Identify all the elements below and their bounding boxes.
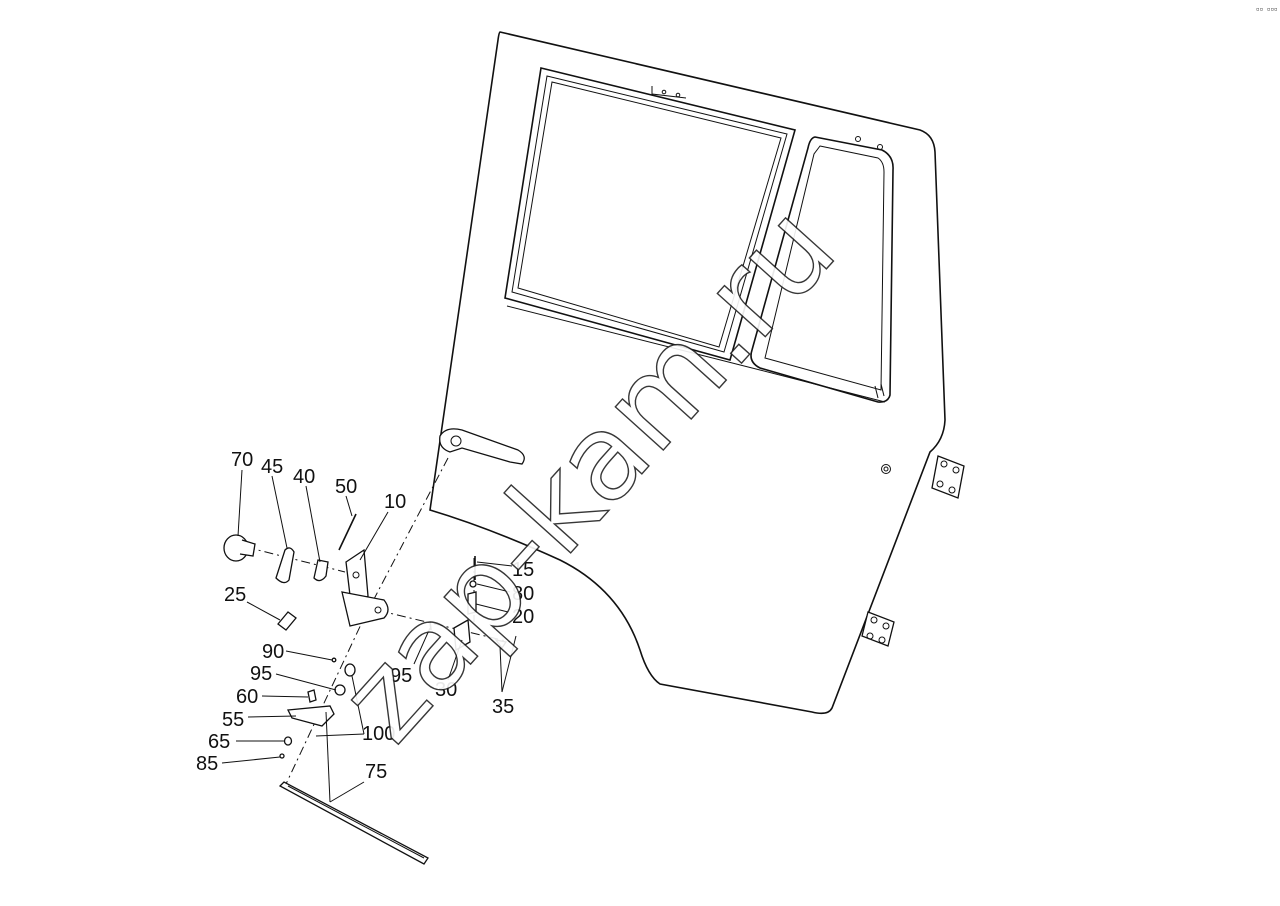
label-85: 85 [196, 753, 218, 775]
part-90-pin [331, 657, 337, 663]
watermark: zap-kam.ru [313, 179, 861, 766]
lock-cylinder [881, 464, 891, 474]
label-65: 65 [208, 731, 230, 753]
part-45-washer [275, 547, 295, 584]
door-panel [429, 31, 965, 715]
part-75-seal-strip [278, 781, 429, 865]
label-60: 60 [236, 686, 258, 708]
door-outline [429, 31, 946, 715]
upper-hinge [931, 455, 965, 499]
label-100: 100 [362, 723, 395, 745]
part-80-washer [469, 580, 477, 588]
part-50-rod [338, 513, 357, 551]
part-25-spring [277, 611, 297, 631]
label-30: 30 [435, 679, 457, 701]
lock-parts [223, 513, 508, 865]
callout-labels: 70 45 40 50 10 25 15 80 20 90 95 60 55 6… [196, 449, 534, 783]
corner-mark: ▫▫ ▫▫▫ [1256, 6, 1278, 13]
label-35: 35 [492, 696, 514, 718]
vent-window [750, 136, 894, 403]
label-10: 10 [384, 491, 406, 513]
label-20: 20 [512, 606, 534, 628]
label-80: 80 [512, 583, 534, 605]
door-handle [439, 428, 525, 465]
label-15: 15 [512, 559, 534, 581]
part-40-lever [313, 559, 329, 582]
label-75: 75 [365, 761, 387, 783]
part-55-lever [286, 705, 335, 727]
part-10-lock-body [341, 548, 389, 627]
leader-lines [221, 469, 517, 803]
label-25: 25 [224, 584, 246, 606]
part-35-screw [494, 639, 508, 650]
label-40: 40 [293, 466, 315, 488]
part-65-washer [283, 736, 293, 746]
part-20-spring [467, 591, 477, 615]
part-70-knob [223, 534, 256, 562]
label-45: 45 [261, 456, 283, 478]
label-90: 90 [262, 641, 284, 663]
label-95-center: 95 [390, 665, 412, 687]
label-95-left: 95 [250, 663, 272, 685]
part-95-bushing [344, 663, 356, 677]
label-55: 55 [222, 709, 244, 731]
part-85-screw [279, 753, 285, 759]
label-70: 70 [231, 449, 253, 471]
main-window [504, 67, 886, 403]
lower-hinge [861, 611, 895, 647]
part-60-nut [307, 689, 317, 703]
label-50: 50 [335, 476, 357, 498]
part-95-pin [429, 621, 432, 631]
part-30-bracket [453, 618, 471, 652]
